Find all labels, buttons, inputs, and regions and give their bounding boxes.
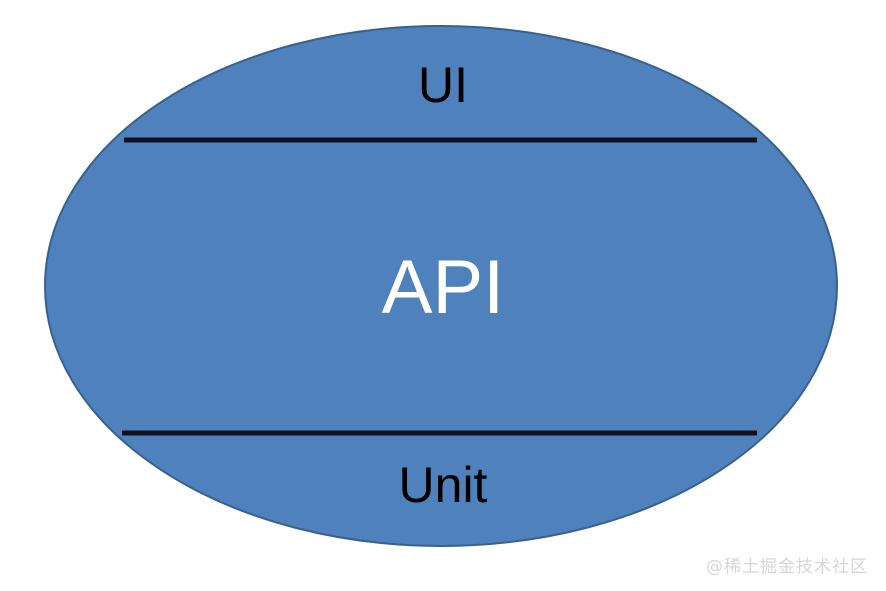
band-label-api: API [381,245,505,330]
band-label-unit: Unit [398,457,488,513]
watermark-text: @稀土掘金技术社区 [706,557,868,577]
ellipse-shape [44,25,838,547]
band-label-ui: UI [418,57,468,113]
